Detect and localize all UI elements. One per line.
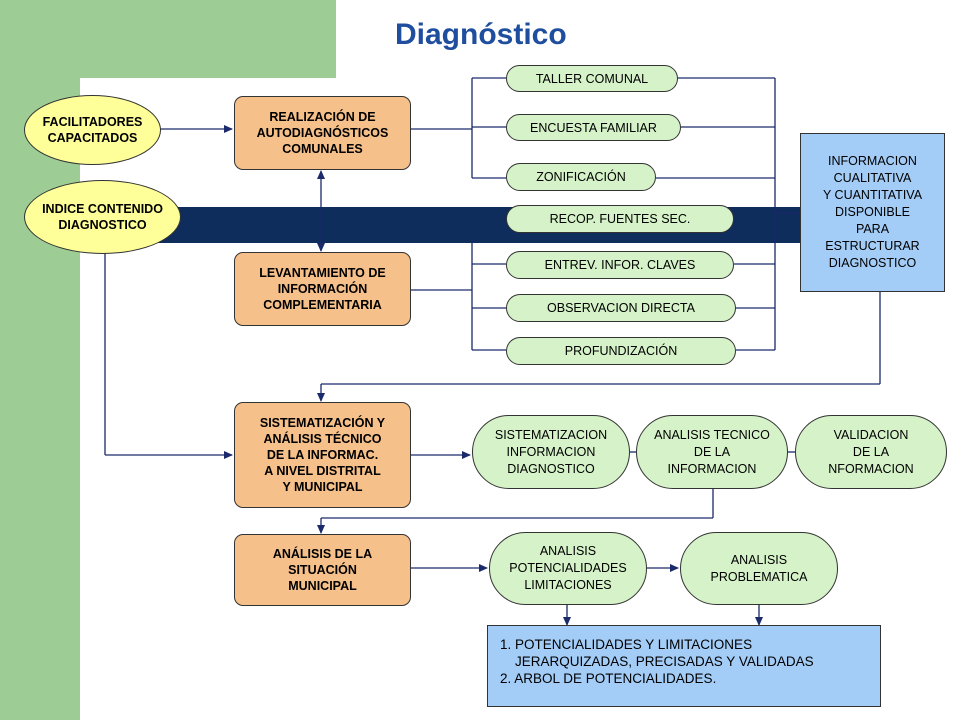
page-title: Diagnóstico [395,18,567,51]
info-box: INFORMACION CUALITATIVA Y CUANTITATIVA D… [800,133,945,292]
result-line: JERARQUIZADAS, PRECISADAS Y VALIDADAS [500,654,814,669]
method-pill: ZONIFICACIÓN [506,163,656,191]
results-box: 1. POTENCIALIDADES Y LIMITACIONES JERARQ… [487,625,881,707]
result-line: 2. ARBOL DE POTENCIALIDADES. [500,671,717,686]
top-panel [80,0,336,78]
analisis-box: ANÁLISIS DE LA SITUACIÓN MUNICIPAL [234,534,411,606]
problematica-circle: ANALISIS PROBLEMATICA [680,532,838,605]
method-pill: ENCUESTA FAMILIAR [506,114,681,141]
method-pill: OBSERVACION DIRECTA [506,294,736,322]
levantamiento-box: LEVANTAMIENTO DE INFORMACIÓN COMPLEMENTA… [234,252,411,326]
sistematizacion-box: SISTEMATIZACIÓN Y ANÁLISIS TÉCNICO DE LA… [234,402,411,508]
result-line: 1. POTENCIALIDADES Y LIMITACIONES [500,637,753,652]
method-pill: RECOP. FUENTES SEC. [506,205,734,233]
facilitadores-ellipse: FACILITADORES CAPACITADOS [24,95,161,165]
potencialidades-circle: ANALISIS POTENCIALIDADES LIMITACIONES [489,532,647,605]
method-pill: PROFUNDIZACIÓN [506,337,736,365]
sistematizacion-circle: SISTEMATIZACION INFORMACION DIAGNOSTICO [472,415,630,489]
method-pill: TALLER COMUNAL [506,65,678,92]
validacion-circle: VALIDACION DE LA NFORMACION [795,415,947,489]
indice-ellipse: INDICE CONTENIDO DIAGNOSTICO [24,180,181,254]
analisis-tecnico-circle: ANALISIS TECNICO DE LA INFORMACION [636,415,788,489]
realizacion-box: REALIZACIÓN DE AUTODIAGNÓSTICOS COMUNALE… [234,96,411,170]
method-pill: ENTREV. INFOR. CLAVES [506,251,734,279]
